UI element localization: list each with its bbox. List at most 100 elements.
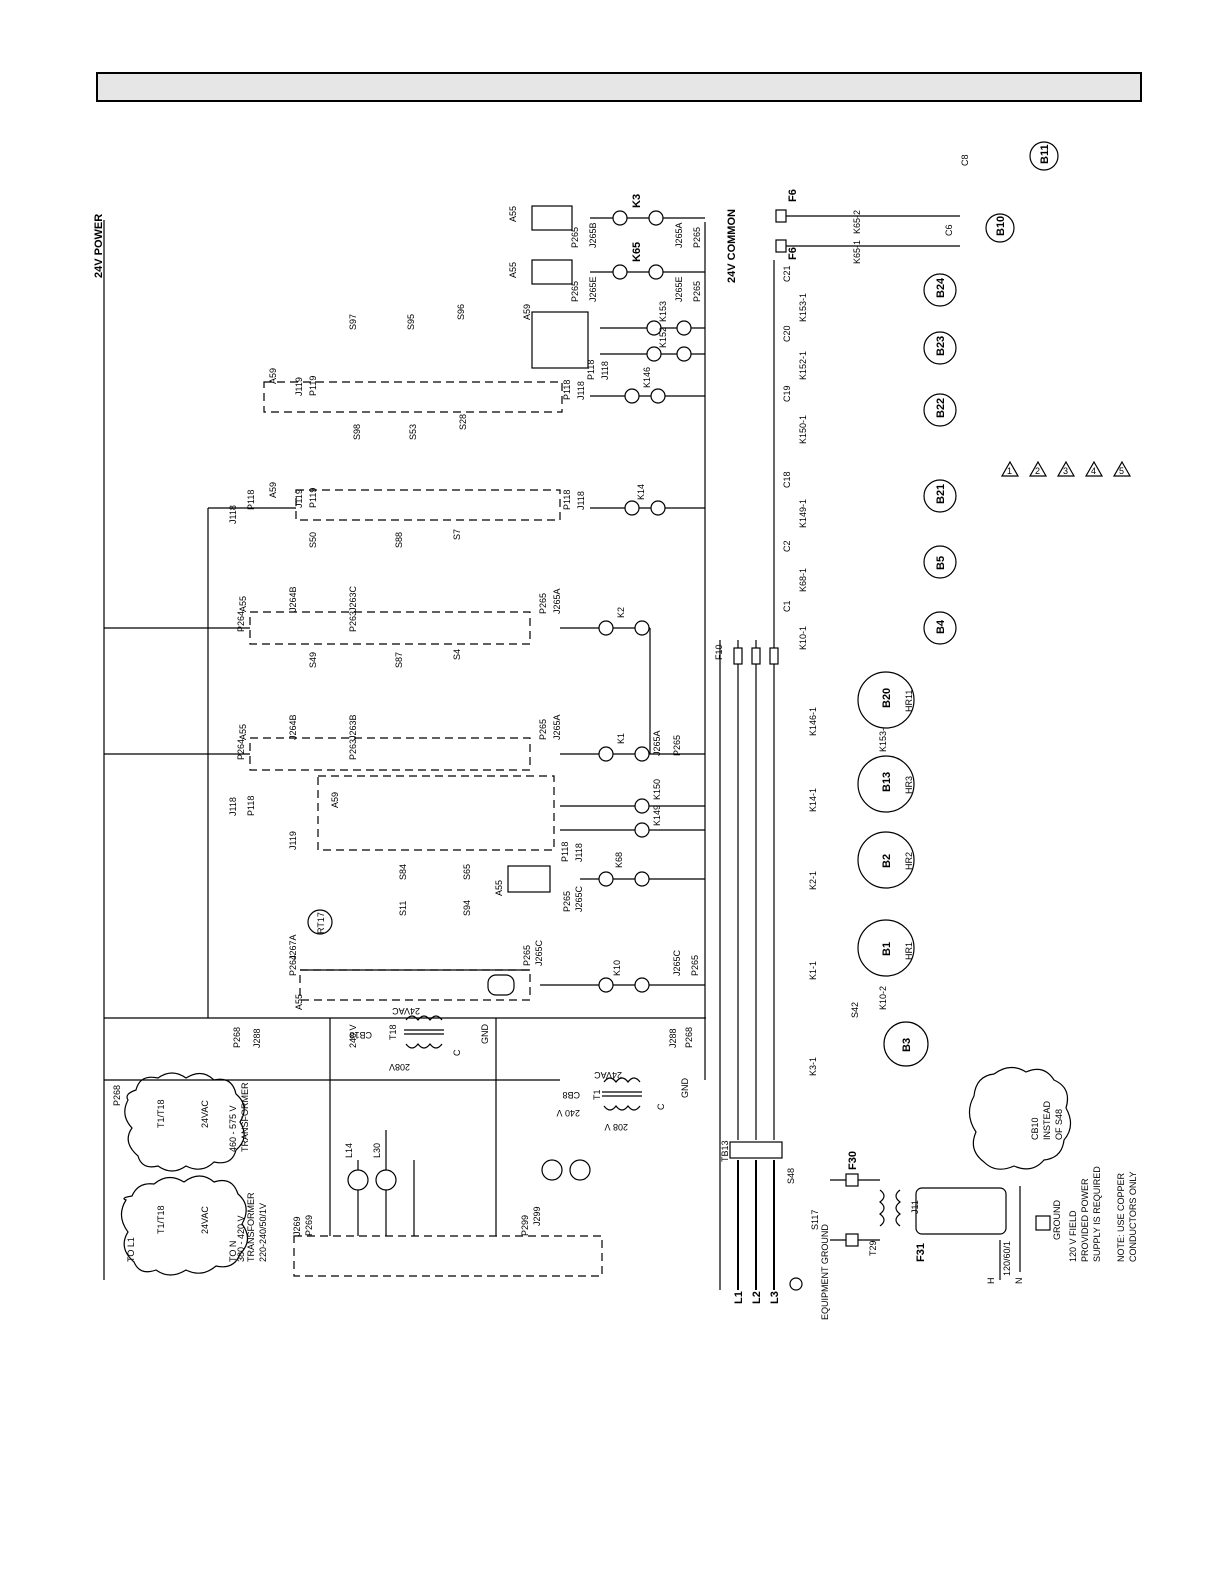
b20-label: B20 xyxy=(881,688,893,708)
j118-label-4: J118 xyxy=(576,491,586,510)
t18-common: C xyxy=(452,1049,462,1056)
s50-label: S50 xyxy=(308,532,318,548)
l2-label: L2 xyxy=(751,1291,763,1304)
t1-common: C xyxy=(656,1103,666,1110)
k14-1-label: K14-1 xyxy=(808,788,818,812)
f10-label: F10 xyxy=(714,644,724,660)
a55-k2-block: A55 P264 J264B P263 J263C S50 S88 S7 P26… xyxy=(104,529,651,754)
power-rail: 24V POWER xyxy=(93,214,105,1280)
j264b-label-1: J264B xyxy=(288,714,298,740)
j288-label: J288 xyxy=(252,1028,262,1048)
s94-label: S94 xyxy=(462,900,472,916)
k1-1-label: K1-1 xyxy=(808,961,818,980)
j119-label-3: J119 xyxy=(294,377,304,396)
p264-label-1: P264 xyxy=(288,955,298,976)
note-copper-2: CONDUCTORS ONLY xyxy=(1128,1171,1138,1262)
b10-label: B10 xyxy=(995,216,1007,236)
motor-b1: B1 HR1 K1-1 K10-2 xyxy=(808,919,915,1010)
l30-label: L30 xyxy=(372,1143,382,1158)
k2-1-label: K2-1 xyxy=(808,871,818,890)
j288b-label: J288 xyxy=(668,1028,678,1048)
warning-triangle-5: 5 xyxy=(1119,466,1124,476)
lv-transformer-id: T1/T18 xyxy=(156,1205,166,1234)
j265e-label-1: J265E xyxy=(588,276,598,302)
p269-plug-block: P269 J269 P299 J299 L14 L30 xyxy=(292,1018,603,1277)
hv-transformer-secondary: 24VAC xyxy=(200,1100,210,1128)
s4-label: S4 xyxy=(452,649,462,660)
equipment-ground-label: EQUIPMENT GROUND xyxy=(820,1224,830,1320)
s87-label: S87 xyxy=(394,652,404,668)
f6b-label: F6 xyxy=(787,247,799,260)
transformer-note-hv: T1/T18 24VAC 460 - 575 V TRANSFORMER xyxy=(124,1072,250,1172)
a55-label-4: A55 xyxy=(238,596,248,612)
t29-label: T29 xyxy=(868,1240,878,1256)
b21-label: B21 xyxy=(935,484,947,504)
supply-label: 120/60/1 xyxy=(1002,1241,1012,1276)
a55-label-5: A55 xyxy=(508,262,518,278)
b13-label: B13 xyxy=(881,772,893,792)
p265-label-7: P265 xyxy=(570,281,580,302)
warning-triangle-icon-5 xyxy=(1112,460,1132,477)
l14-label: L14 xyxy=(344,1143,354,1158)
j264b-label-2: J264B xyxy=(288,586,298,612)
p264-label-2: P264 xyxy=(236,739,246,760)
c20-label: C20 xyxy=(782,325,792,342)
f30-label: F30 xyxy=(847,1151,859,1170)
cb10-device: CB10 xyxy=(1030,1117,1040,1140)
p263-label-1: P263 xyxy=(348,739,358,760)
warning-triangle-icon-2 xyxy=(1028,460,1048,477)
j265a-label-1: J265A xyxy=(552,714,562,740)
p119-label-2: P119 xyxy=(308,376,318,396)
warning-triangle-4: 4 xyxy=(1091,466,1096,476)
j265a-label-4: J265A xyxy=(674,222,684,248)
j265b-label: J265B xyxy=(588,222,598,248)
k150-1-label: K150-1 xyxy=(798,415,808,444)
f6a-label: F6 xyxy=(787,189,799,202)
b4-label: B4 xyxy=(935,619,947,634)
c8-label: C8 xyxy=(960,154,970,166)
j118-label-6: J118 xyxy=(600,361,610,380)
c1-label: C1 xyxy=(782,600,792,612)
j269-label: J269 xyxy=(292,1216,302,1236)
t1-secondary: 24VAC xyxy=(594,1070,622,1080)
b5-label: B5 xyxy=(935,556,947,570)
p265-label-10: P265 xyxy=(692,227,702,248)
warning-triangle-3: 3 xyxy=(1063,466,1068,476)
p265-label-5: P265 xyxy=(672,735,682,756)
a55-label-2: A55 xyxy=(494,880,504,896)
s7-label: S7 xyxy=(452,529,462,540)
p263-label-2: P263 xyxy=(348,611,358,632)
b1-label: B1 xyxy=(881,942,893,956)
b11-label: B11 xyxy=(1039,144,1051,164)
rt17-label: RT17 xyxy=(316,912,326,934)
k65-2-label: K65-2 xyxy=(852,210,862,234)
j265c-label-2: J265C xyxy=(672,949,682,976)
s65-label: S65 xyxy=(462,864,472,880)
j265c-label-3: J265C xyxy=(574,885,584,912)
s117-label: S117 xyxy=(810,1210,820,1230)
cb10-note: CB10 INSTEAD OF S48 xyxy=(968,1066,1072,1170)
note-copper-1: NOTE: USE COPPER xyxy=(1116,1172,1126,1262)
p264-label-3: P264 xyxy=(236,611,246,632)
note-field-power-3: SUPPLY IS REQUIRED xyxy=(1092,1166,1102,1262)
motor-b20: B20 HR11 K146-1 xyxy=(808,671,915,736)
p269-label: P269 xyxy=(304,1215,314,1236)
h-label: H xyxy=(986,1278,996,1285)
lv-transformer-to-n: TO N xyxy=(228,1241,238,1262)
j119-label-1: J119 xyxy=(288,831,298,850)
three-phase-bus: L1 L2 L3 TB13 S48 xyxy=(719,260,796,1304)
p118-label-4: P118 xyxy=(562,490,572,510)
j263b-label: J263B xyxy=(348,714,358,740)
transformer-note-lv: T1/T18 24VAC TO L1 TO N 380 - 420 V TRAN… xyxy=(120,1175,268,1276)
k65-1-label: K65-1 xyxy=(852,240,862,264)
j265e-label-2: J265E xyxy=(674,276,684,302)
b2-label: B2 xyxy=(881,854,893,868)
s48-label: S48 xyxy=(786,1168,796,1184)
equipment-ground: EQUIPMENT GROUND xyxy=(789,1224,830,1320)
j265c-label-1: J265C xyxy=(534,939,544,966)
j118-label-2: J118 xyxy=(574,843,584,862)
k2-label: K2 xyxy=(616,607,626,618)
hv-transformer-kind: TRANSFORMER xyxy=(240,1082,250,1152)
p299-contact-icon xyxy=(541,1159,563,1181)
hv-transformer-range: 460 - 575 V xyxy=(228,1105,238,1152)
